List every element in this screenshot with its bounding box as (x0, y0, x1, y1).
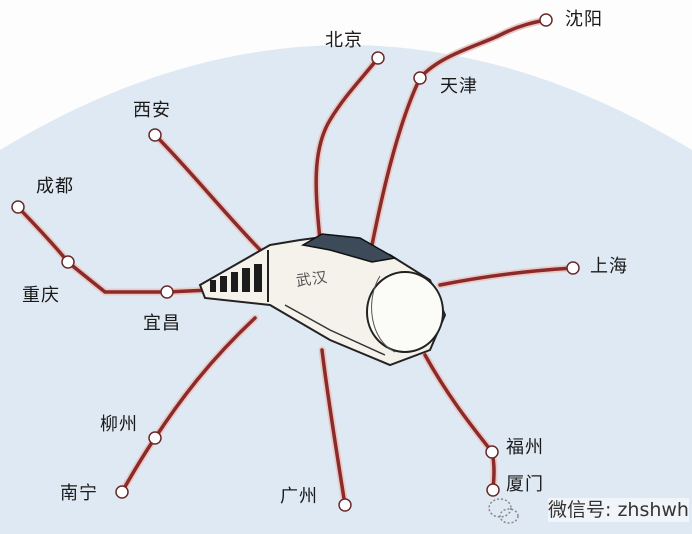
station-xiamen (486, 483, 500, 497)
hub-label: 武汉 (294, 267, 330, 291)
station-shenyang (539, 13, 553, 27)
station-nanning (115, 485, 129, 499)
city-label-beijing: 北京 (325, 30, 363, 51)
city-label-chongqing: 重庆 (22, 285, 60, 306)
city-label-tianjin: 天津 (440, 76, 478, 97)
city-label-xian: 西安 (133, 100, 171, 121)
route-guangzhou (320, 348, 347, 507)
city-label-shenyang: 沈阳 (565, 9, 603, 30)
station-markers (11, 13, 580, 512)
wechat-icon (488, 498, 519, 524)
city-label-xiamen: 厦门 (506, 474, 544, 495)
city-label-guangzhou: 广州 (280, 486, 318, 507)
city-label-liuzhou: 柳州 (100, 414, 138, 435)
city-label-nanning: 南宁 (60, 483, 98, 504)
city-label-fuzhou: 福州 (506, 437, 544, 458)
station-guangzhou (338, 498, 352, 512)
train-illustration (198, 233, 447, 367)
route-liuzhou-nanning (120, 316, 257, 494)
city-label-chengdu: 成都 (36, 176, 74, 197)
station-chengdu (11, 200, 25, 214)
station-tianjin (413, 71, 427, 85)
station-liuzhou (148, 431, 162, 445)
station-fuzhou (485, 445, 499, 459)
route-beijing (314, 56, 380, 242)
route-shanghai (438, 266, 575, 287)
station-chongqing (61, 255, 75, 269)
route-tianjin-shenyang (370, 18, 548, 247)
station-yichang (160, 285, 174, 299)
station-xian (148, 128, 162, 142)
watermark: 微信号: zhshwh (548, 498, 689, 522)
city-label-yichang: 宜昌 (143, 313, 181, 334)
station-shanghai (566, 261, 580, 275)
city-label-shanghai: 上海 (590, 256, 628, 277)
station-beijing (371, 51, 385, 65)
route-xian (153, 133, 270, 260)
